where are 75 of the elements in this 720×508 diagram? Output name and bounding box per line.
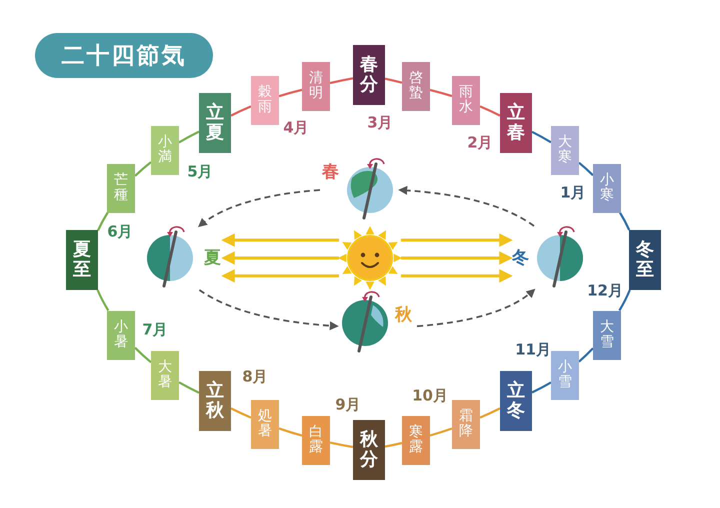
- connector-line: [97, 212, 109, 231]
- month-label: 7月: [142, 320, 168, 340]
- arrow: [401, 251, 513, 265]
- season-label: 春: [322, 162, 339, 182]
- term-box: 小寒: [593, 164, 621, 212]
- major-term-box: 春分: [353, 45, 385, 105]
- connector-line: [278, 88, 302, 98]
- connector-line: [532, 381, 552, 394]
- arrow: [221, 233, 339, 247]
- connector-line: [618, 290, 631, 312]
- month-label: 1月: [560, 184, 586, 202]
- major-term-box: 立秋: [199, 371, 231, 431]
- month-label: 6月: [107, 222, 133, 242]
- major-term-box: 立春: [500, 93, 532, 153]
- term-box: 啓蟄: [402, 62, 430, 110]
- dashed-arrow: [398, 186, 534, 227]
- connector-line: [618, 212, 630, 230]
- month-label: 11月: [515, 340, 551, 360]
- connector-line: [578, 162, 594, 176]
- connector-line: [532, 130, 552, 144]
- season-label: 冬: [512, 248, 529, 268]
- connector-line: [480, 105, 500, 117]
- term-box: 寒露: [402, 416, 430, 464]
- term-box: 清明: [302, 62, 330, 110]
- term-box: 小暑: [107, 310, 135, 360]
- connector-line: [578, 348, 594, 363]
- month-label: 10月: [412, 386, 448, 406]
- term-box: 穀雨: [251, 76, 279, 124]
- connector-line: [430, 88, 452, 98]
- major-term-box: 立冬: [500, 371, 532, 431]
- connector-line: [384, 442, 402, 448]
- month-label: 3月: [367, 114, 393, 132]
- term-box: 大暑: [151, 350, 179, 400]
- term-box: 小雪: [551, 350, 579, 400]
- connector-line: [134, 346, 152, 364]
- arrow: [221, 269, 339, 283]
- connector-line: [430, 427, 452, 437]
- dashed-arrow: [416, 288, 536, 328]
- month-label: 9月: [335, 396, 361, 414]
- month-label: 8月: [242, 368, 268, 386]
- connector-line: [384, 78, 402, 84]
- term-box: 大寒: [551, 126, 579, 174]
- term-box: 大雪: [593, 310, 621, 360]
- month-label: 12月: [587, 282, 623, 300]
- major-term-box: 冬至: [629, 230, 661, 290]
- connector-line: [330, 442, 354, 448]
- term-box: 処暑: [251, 400, 279, 448]
- connector-line: [230, 105, 252, 117]
- dashed-arrow: [198, 189, 320, 228]
- connector-line: [278, 427, 302, 437]
- connector-line: [134, 161, 152, 177]
- title-banner: 二十四節気: [35, 33, 213, 78]
- term-box: 白露: [302, 416, 330, 464]
- season-label: 夏: [204, 248, 221, 268]
- term-box: 雨水: [452, 76, 480, 124]
- month-label: 2月: [467, 134, 493, 152]
- term-box: 霜降: [452, 400, 480, 448]
- major-term-box: 立夏: [199, 93, 231, 153]
- connector-line: [178, 130, 200, 144]
- dashed-arrow: [198, 289, 339, 330]
- arrow: [401, 233, 513, 247]
- major-term-box: 夏至: [66, 230, 98, 290]
- season-label: 秋: [395, 305, 412, 325]
- connector-line: [230, 407, 252, 419]
- month-label: 4月: [283, 118, 309, 138]
- term-box: 小満: [151, 126, 179, 174]
- month-label: 5月: [187, 162, 213, 182]
- connector-line: [480, 407, 500, 419]
- connector-line: [178, 381, 200, 394]
- connector-line: [96, 290, 110, 312]
- major-term-box: 秋分: [353, 420, 385, 480]
- arrow: [401, 269, 513, 283]
- term-box: 芒種: [107, 164, 135, 212]
- connector-line: [330, 77, 354, 84]
- arrow: [221, 251, 339, 265]
